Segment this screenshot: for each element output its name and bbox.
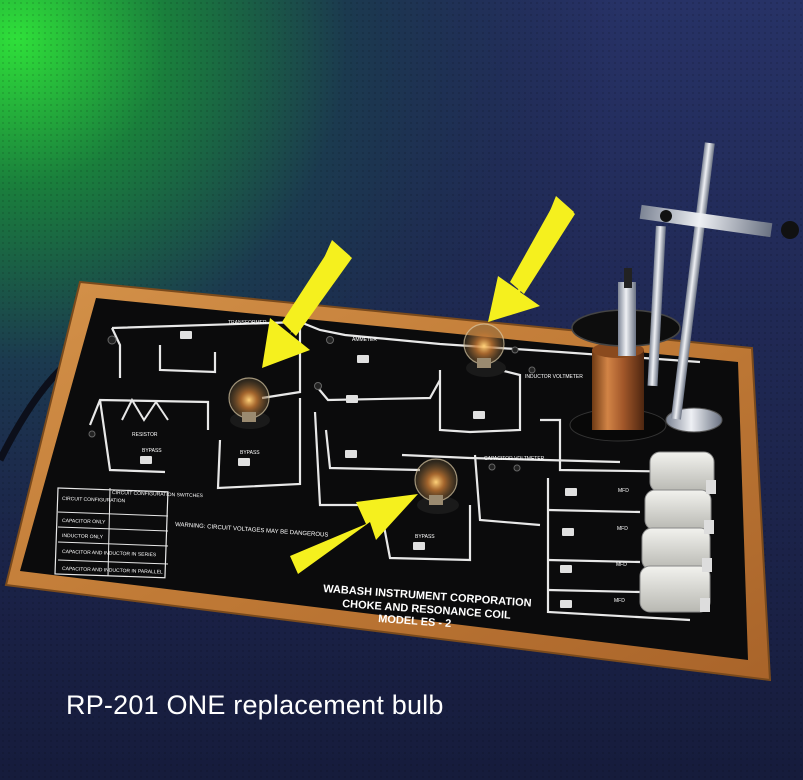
arrow-top-right: [488, 196, 575, 322]
resistor-label: RESISTOR: [132, 432, 158, 438]
table-row-2: INDUCTOR ONLY: [62, 533, 104, 540]
jacks: [88, 335, 536, 472]
mfd-label-3: MFD: [616, 562, 627, 568]
arrow-bottom: [290, 494, 418, 574]
table-header-col1: CIRCUIT CONFIGURATION: [62, 496, 126, 504]
bypass-label-3: BYPASS: [415, 534, 435, 540]
table-row-1: CAPACITOR ONLY: [62, 518, 106, 526]
bypass-label: BYPASS: [142, 448, 162, 454]
table-row-4: CAPACITOR AND INDUCTOR IN PARALLEL: [62, 566, 163, 576]
bulb-top-right: [463, 323, 506, 377]
mfd-label-2: MFD: [617, 526, 628, 532]
brand-line-3: MODEL ES - 2: [378, 613, 452, 630]
table-row-3: CAPACITOR AND INDUCTOR IN SERIES: [62, 549, 157, 558]
arrow-left: [262, 240, 352, 368]
capacitor-bank: [639, 451, 716, 613]
transformer-label: TRANSFORMER: [228, 320, 267, 326]
support-stand: [639, 142, 799, 433]
capacitor-voltmeter-label: CAPACITOR VOLTMETER: [484, 456, 545, 462]
resonance-coil: [569, 268, 681, 442]
mfd-label: MFD: [618, 488, 629, 494]
ammeter-label: AMMETER: [352, 337, 377, 343]
mfd-label-4: MFD: [614, 598, 625, 604]
bypass-label-2: BYPASS: [240, 450, 260, 456]
caption: RP-201 ONE replacement bulb: [66, 690, 444, 720]
bulb-left: [228, 377, 270, 429]
inductor-voltmeter-label: INDUCTOR VOLTMETER: [525, 374, 583, 380]
toggle-switches: [140, 331, 577, 608]
table-header-col2: CIRCUIT CONFIGURATION SWITCHES: [112, 490, 204, 499]
configuration-table: [54, 487, 169, 579]
resistor-symbol: [121, 397, 169, 422]
bulb-bottom-center: [414, 458, 459, 514]
